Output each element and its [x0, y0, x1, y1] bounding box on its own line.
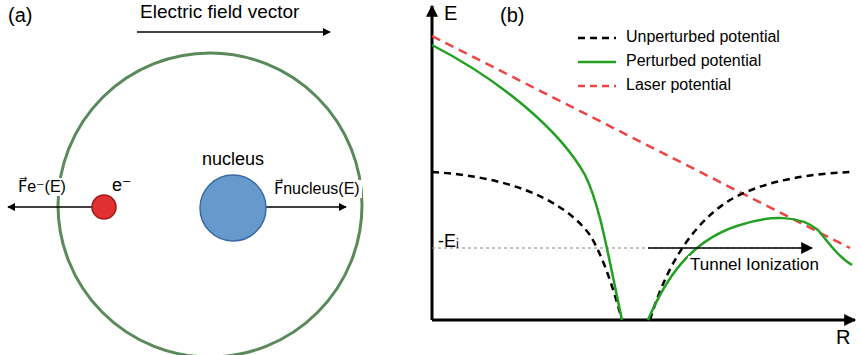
energy-label: -Eᵢ [438, 232, 459, 252]
axis-label: E [444, 2, 457, 24]
axis-label: R [836, 326, 850, 348]
panel-label: (a) [8, 4, 32, 26]
nucleus-circle: nucleus [180, 150, 280, 244]
process-label: Tunnel Ionization [688, 256, 821, 275]
legend-text: Unperturbed potential [626, 28, 780, 46]
axis-title: Electric field vector [140, 2, 299, 23]
orbit-circle [58, 53, 362, 355]
force-label: F⃗e⁻(E) [16, 178, 68, 196]
legend-sample [578, 37, 616, 40]
laser-potential [432, 36, 850, 248]
legend-text: Laser potential [626, 76, 731, 94]
x-axis [432, 319, 855, 322]
node-label: nucleus [202, 150, 264, 170]
legend-text: Perturbed potential [626, 52, 761, 70]
nucleus-circle [200, 175, 266, 241]
legend-sample [578, 61, 616, 64]
tunnel-arrow [648, 247, 812, 249]
legend-sample [578, 85, 616, 88]
electron-circle [92, 195, 116, 219]
perturbed-potential [648, 218, 852, 320]
force-arrow [8, 206, 92, 207]
force-arrow [266, 206, 346, 207]
panel-label: (b) [500, 4, 524, 26]
unperturbed-potential [650, 172, 850, 320]
electron-circle: e⁻ [88, 176, 148, 226]
force-label: F⃗nucleus(E) [272, 180, 362, 198]
perturbed-potential [432, 45, 622, 320]
field-arrow [137, 31, 330, 33]
y-axis [431, 6, 434, 320]
particle-label: e⁻ [112, 176, 132, 196]
